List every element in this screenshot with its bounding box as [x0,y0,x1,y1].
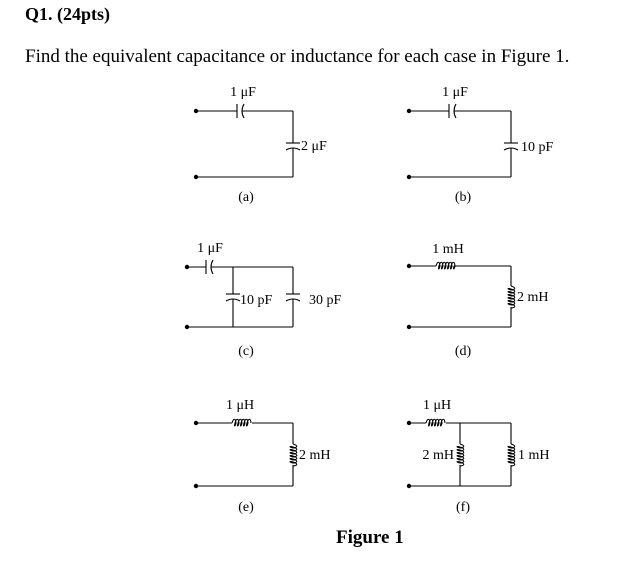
circuit-c [187,259,301,328]
caption-a: (a) [238,190,254,205]
circuit-d [409,261,516,328]
terminal-e-bottom [193,483,199,489]
label-c-series: 1 μF [197,241,223,256]
circuit-f [409,418,516,487]
label-d-series: 1 mH [432,242,464,257]
caption-f: (f) [456,500,470,515]
terminal-f-bottom [406,483,412,489]
circuit-e [196,418,298,487]
figure-caption: Figure 1 [336,527,404,548]
label-f-series: 1 μH [423,398,451,413]
label-e-shunt: 2 mH [299,448,331,463]
label-f-shunt1: 2 mH [423,448,455,463]
label-c-shunt1: 10 pF [240,293,273,308]
label-c-shunt2: 30 pF [309,293,342,308]
terminal-b-bottom [406,174,412,180]
label-f-shunt2: 1 mH [518,448,550,463]
caption-d: (d) [455,344,472,359]
label-b-shunt: 10 pF [521,140,554,155]
terminal-e-top [193,420,199,426]
terminal-c-top [184,264,190,270]
question-title: Q1. (24pts) [25,4,110,24]
caption-c: (c) [238,344,254,359]
terminal-c-bottom [184,324,190,330]
circuit-b [409,103,519,178]
label-a-shunt: 2 μF [301,139,327,154]
caption-b: (b) [455,190,472,205]
terminal-a-bottom [193,174,199,180]
caption-e: (e) [238,500,254,515]
terminal-d-top [406,263,412,269]
question-prompt: Find the equivalent capacitance or induc… [25,46,570,67]
label-e-series: 1 μH [226,398,254,413]
terminal-d-bottom [406,324,412,330]
label-d-shunt: 2 mH [517,290,549,305]
label-a-series: 1 μF [230,85,256,100]
label-b-series: 1 μF [442,85,468,100]
circuit-a [196,103,301,178]
terminal-f-top [406,420,412,426]
terminal-b-top [406,108,412,114]
terminal-a-top [193,108,199,114]
